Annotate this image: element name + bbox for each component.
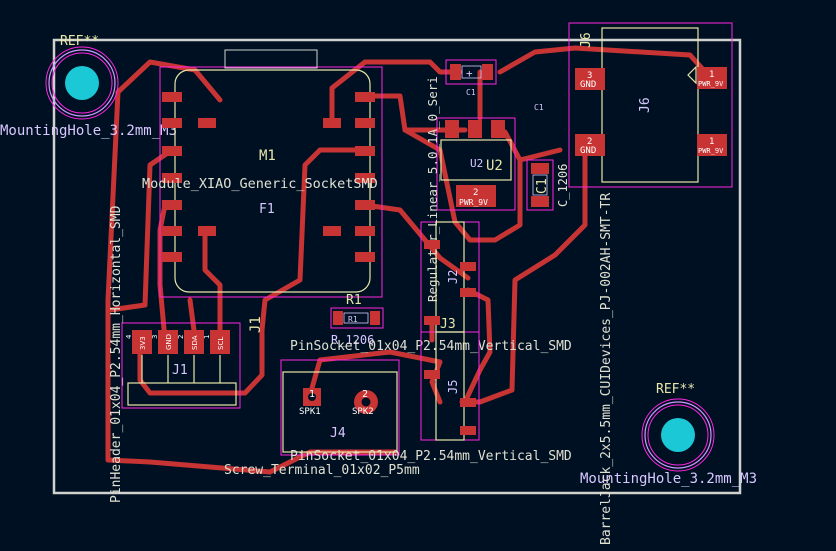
j1-ref: J1 [248,316,264,333]
footprint-j3[interactable]: J3 [440,317,456,332]
u2-ref: U2 [486,158,503,174]
mh-left-value: MountingHole_3.2mm_M3 [0,123,177,139]
mh-left-ref: REF** [60,34,99,49]
j3-ref: J3 [440,317,456,332]
mh-right-value: MountingHole_3.2mm_M3 [580,471,757,487]
j5-value: PinSocket_01x04_P2.54mm_Vertical_SMD [290,449,572,464]
j6-pin1b-label: PWR_9V [698,147,724,155]
footprint-j5[interactable]: J5 PinSocket_01x04_P2.54mm_Vertical_SMD [290,331,572,464]
footprint-j4[interactable]: 1 2 SPK1 SPK2 J4 Screw_Terminal_01x02_P5… [224,359,420,478]
j1-pin4-number: 4 [125,334,133,339]
j1-pin1-number: 1 [203,335,211,339]
m1-fab-label: F1 [259,202,275,217]
c1-ref: C1 [535,178,550,194]
r1-pad-label: R1 [348,315,358,324]
j1-pin4-label: 3V3 [139,336,147,350]
j1-pin3-label: GND [165,334,173,350]
j2-value: PinSocket_01x04_P2.54mm_Vertical_SMD [290,339,572,354]
c2-fab: C1 [534,103,544,112]
m1-value: Module_XIAO_Generic_SocketSMD [142,176,378,192]
footprint-r1[interactable]: R1 R1 R_1206 [330,293,384,347]
mounting-hole-right[interactable]: REF** MountingHole_3.2mm_M3 [580,382,757,487]
j6-fab-label: J6 [638,97,653,113]
m1-ref: M1 [259,148,276,164]
j5-ref: J5 [446,380,460,394]
footprint-j6[interactable]: 3 GND 1 PWR_9V 2 GND 1 PWR_9V J6 J6 Barr… [568,22,733,545]
j6-pin2-label: GND [580,146,596,156]
r1-ref: R1 [346,293,362,308]
j6-pin3-label: GND [580,80,596,90]
footprint-m1[interactable]: M1 Module_XIAO_Generic_SocketSMD F1 [142,49,383,298]
j4-pin1-number: 1 [309,389,315,400]
c1-top-plus: + [466,67,473,80]
footprint-j1[interactable]: 3V3 GND SDA SCL 4 3 2 1 J1 J1 PinHeader_… [109,205,264,503]
j4-ref: J4 [330,426,346,441]
j6-pin1-label: PWR_9V [698,80,724,88]
u2-fab-label: U2 [470,157,483,170]
u2-pin2-label: PWR_9V [459,198,488,207]
footprint-c1[interactable]: C1 C_1206 C1 [526,103,570,211]
j6-ref: J6 [579,32,594,48]
j6-pin2-number: 2 [587,137,592,147]
j1-pin3-number: 3 [151,335,159,339]
c1-top-fab: C1 [466,88,476,97]
j4-pin2-number: 2 [362,389,368,400]
mounting-hole-left[interactable]: REF** MountingHole_3.2mm_M3 [0,34,177,139]
board-edge-outline [52,38,742,495]
j6-pin3-number: 3 [587,71,592,81]
c1-value: C_1206 [556,164,570,207]
j1-pin2-label: SDA [191,335,199,350]
j1-pin1-label: SCL [217,337,225,350]
j4-pin2-label: SPK2 [352,407,374,417]
footprint-c1-top[interactable]: + C1 [445,59,497,97]
j4-pin1-label: SPK1 [299,407,321,417]
j6-value: BarrelJack_2x5.5mm_CUIDevices_PJ-002AH-S… [599,193,614,545]
mh-right-ref: REF** [656,382,695,397]
j1-pin2-number: 2 [177,335,185,339]
j6-pin1b-number: 1 [709,137,714,147]
j4-value: Screw_Terminal_01x02_P5mm [224,463,420,478]
u2-pin2-number: 2 [473,188,478,198]
r1-value: R_1206 [331,333,374,347]
j1-value: PinHeader_01x04_P2.54mm_Horizontal_SMD [109,205,124,503]
j1-fab-ref: J1 [172,363,188,378]
j2-ref: J2 [446,270,460,284]
j6-pin1-number: 1 [709,70,714,80]
u2-value: Regulator_Linear_5.0_1A_0_Seri [425,76,440,302]
